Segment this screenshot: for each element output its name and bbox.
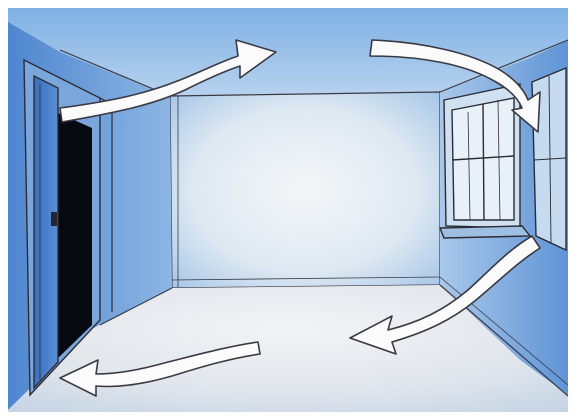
doorway-opening	[56, 112, 92, 360]
window	[438, 66, 567, 252]
airflow-arrow-bottom-right	[349, 235, 541, 355]
airflow-arrow-top-right	[369, 39, 541, 133]
door-leaf	[33, 74, 59, 390]
airflow-arrow-bottom-left	[59, 341, 261, 397]
airflow-arrow-top-left	[59, 39, 277, 123]
open-door	[23, 58, 113, 397]
ceiling	[8, 8, 568, 96]
back-wall	[169, 91, 441, 289]
